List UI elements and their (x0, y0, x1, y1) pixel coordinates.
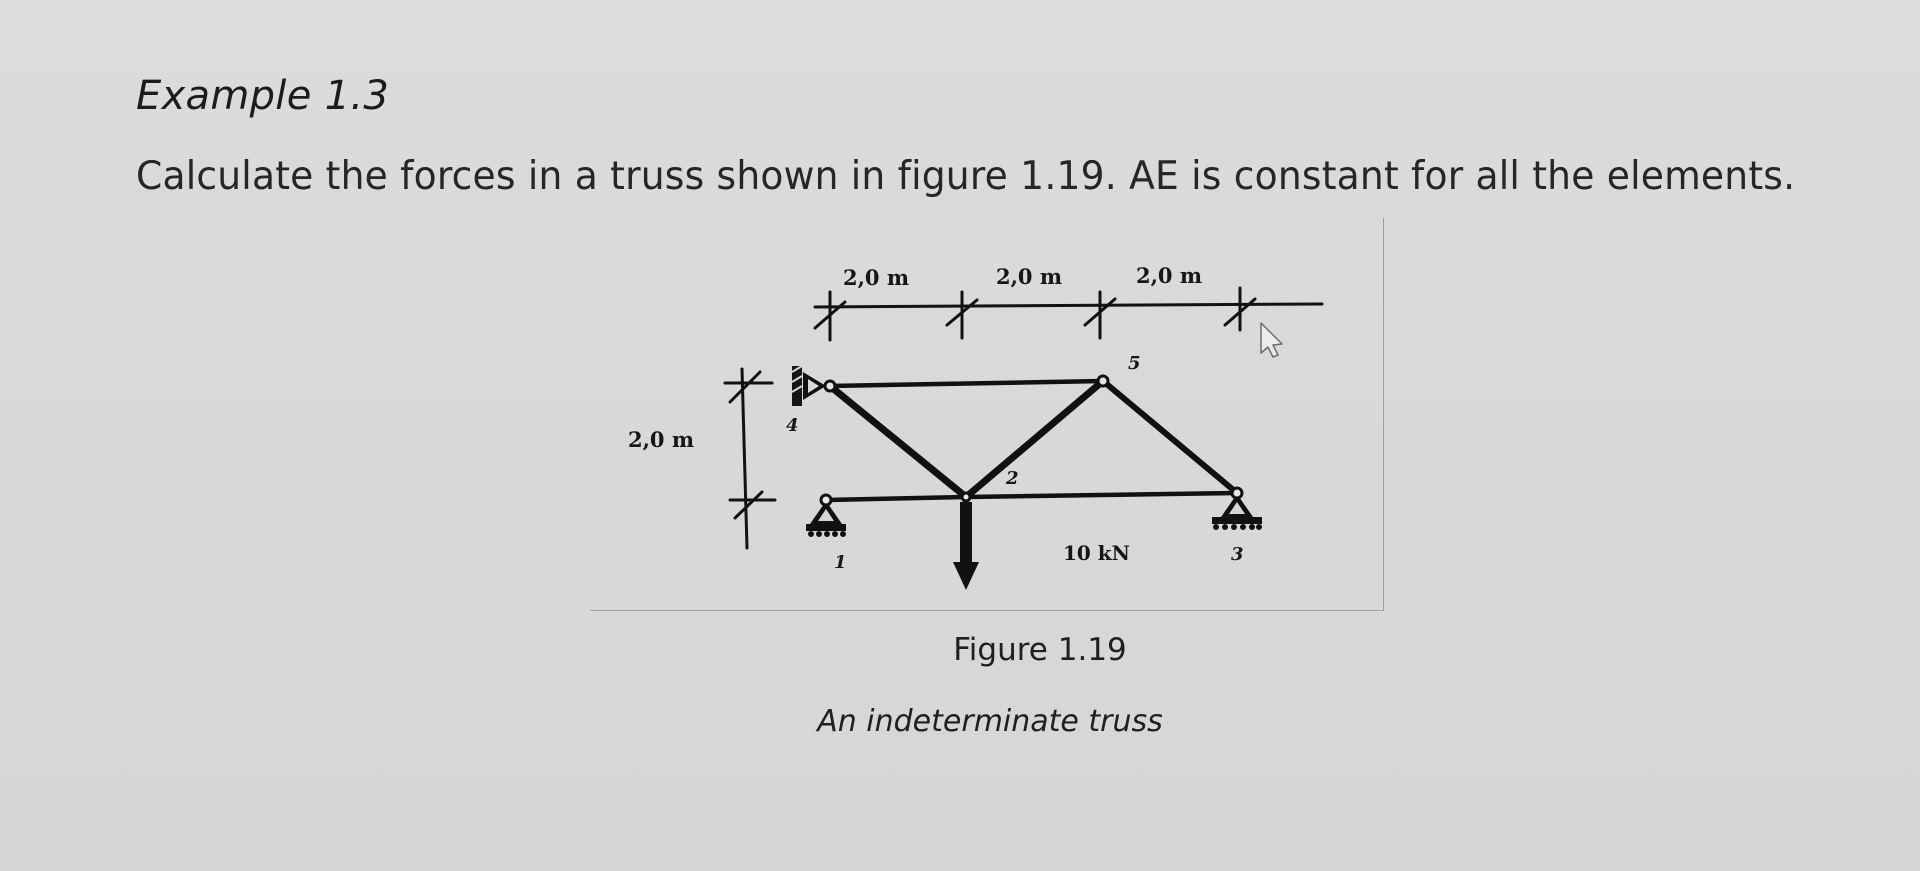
member-5-3 (1100, 378, 1240, 496)
figure-caption: Figure 1.19 (953, 632, 1127, 668)
example-heading: Example 1.3 (136, 73, 390, 119)
dimension-label-3: 2,0 m (1136, 263, 1202, 288)
joint-2 (960, 491, 972, 503)
mouse-pointer-icon (1260, 322, 1283, 358)
dimension-label-2: 2,0 m (996, 264, 1062, 289)
member-2-5 (962, 377, 1107, 501)
vertical-dimension-label: 2,0 m (628, 427, 694, 452)
truss-joints (819, 374, 1244, 507)
load-label: 10 kN (1063, 541, 1130, 565)
joint-1 (819, 493, 833, 507)
truss-members (823, 377, 1240, 503)
problem-statement: Calculate the forces in a truss shown in… (136, 154, 1796, 199)
figure-subcaption: An indeterminate truss (817, 704, 1163, 739)
pin-support-icon-node-3 (1212, 494, 1262, 530)
load-arrow-icon (953, 502, 979, 590)
pin-support-icon-node-1 (806, 501, 846, 537)
figure-frame (590, 218, 1384, 611)
node-label-3: 3 (1231, 544, 1244, 565)
node-label-5: 5 (1128, 353, 1141, 374)
member-1-2 (823, 494, 969, 503)
joint-3 (1230, 486, 1244, 500)
node-label-4: 4 (786, 415, 799, 436)
member-4-5 (827, 378, 1106, 389)
node-label-2: 2 (1005, 468, 1019, 489)
node-label-1: 1 (834, 552, 847, 573)
member-4-2 (826, 382, 970, 501)
dimension-label-1: 2,0 m (843, 265, 909, 290)
joint-4 (823, 379, 837, 393)
horizontal-dimension-line (813, 286, 1324, 342)
joint-5 (1096, 374, 1110, 388)
vertical-dimension-line (723, 367, 777, 550)
member-2-3 (963, 490, 1240, 500)
wall-support-icon (791, 365, 826, 406)
